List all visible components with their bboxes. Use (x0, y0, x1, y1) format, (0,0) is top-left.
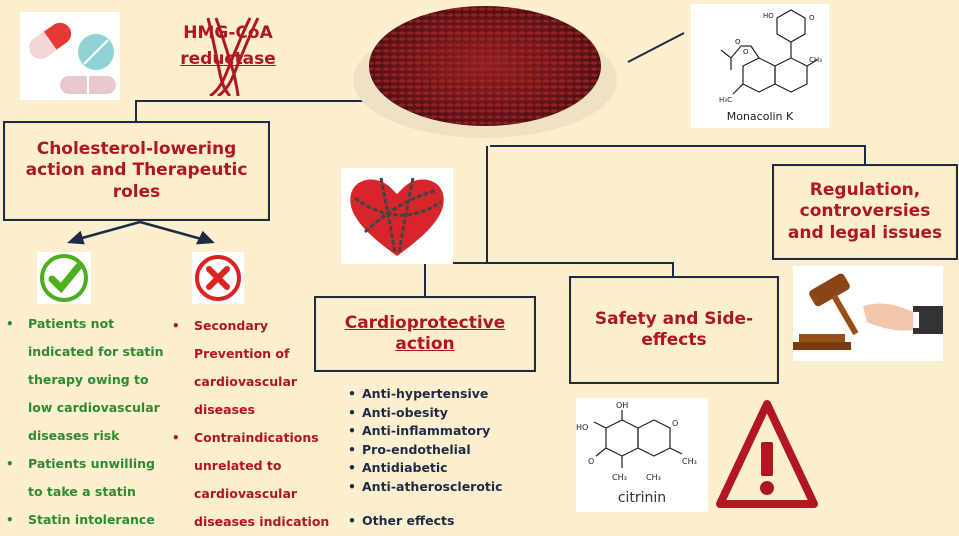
svg-text:O: O (588, 457, 594, 466)
monacolin-molecule-icon: HO O O O H₃C CH₃ (719, 9, 822, 104)
svg-text:CH₃: CH₃ (809, 56, 822, 64)
cardio-effect-item: Pro-endothelial (346, 441, 526, 460)
cardioprotective-box: Cardioprotective action (314, 296, 536, 372)
gavel-icon (793, 273, 943, 350)
cardio-effect-item: Anti-atherosclerotic (346, 478, 526, 497)
warning-icon (716, 400, 818, 508)
check-icon (40, 254, 88, 302)
cholesterol-lowering-box: Cholesterol-lowering action and Therapeu… (3, 121, 270, 221)
svg-text:CH₃: CH₃ (682, 457, 697, 466)
connector-right (490, 145, 866, 164)
cholesterol-title-line3: roles (112, 181, 161, 202)
hmg-label-line2: reductase (180, 49, 276, 69)
cardio-title-line2: action (395, 334, 455, 354)
gavel-image (793, 266, 943, 361)
svg-text:HO: HO (763, 12, 774, 20)
safety-title-line1: Safety and Side- (594, 308, 754, 329)
arrow-left (74, 220, 141, 242)
connector-left (135, 100, 392, 122)
safety-title-line2: effects (641, 330, 707, 350)
citrinin-molecule-icon: OH HO O O CH₃ CH₃ CH₃ (576, 401, 697, 482)
x-image (192, 252, 244, 304)
monacolin-label: Monacolin K (726, 110, 794, 123)
regulation-title-line1: Regulation, (809, 180, 921, 201)
citrinin-label: citrinin (617, 490, 667, 506)
chained-heart-image (341, 168, 453, 264)
cholesterol-title-line1: Cholesterol-lowering (36, 139, 237, 160)
indicated-item: •Patients unwilling (6, 456, 155, 471)
svg-text:OH: OH (616, 401, 628, 410)
other-effects-item: Other effects (346, 512, 526, 531)
cardio-effects-list: Anti-hypertensive Anti-obesity Anti-infl… (346, 385, 526, 531)
svg-text:O: O (743, 48, 749, 56)
monacolin-structure: HO O O O H₃C CH₃ Monacolin K (691, 4, 829, 128)
cardio-effect-item: Anti-hypertensive (346, 385, 526, 404)
rice-bowl-icon (353, 6, 617, 138)
cross-icon (206, 17, 260, 96)
connector-monacolin (627, 32, 685, 63)
safety-box: Safety and Side- effects (569, 276, 779, 384)
cardio-title-line1: Cardioprotective (344, 312, 506, 333)
svg-text:O: O (672, 419, 678, 428)
citrinin-structure: OH HO O O CH₃ CH₃ CH₃ citrinin (576, 398, 708, 512)
pills-image (20, 12, 120, 100)
regulation-title-line3: and legal issues (787, 222, 943, 243)
indicated-item: •Statin intolerance (6, 512, 155, 527)
x-circle-icon (195, 255, 241, 301)
red-yeast-rice-bowl (350, 0, 620, 140)
svg-text:H₃C: H₃C (719, 96, 732, 104)
check-image (37, 252, 91, 304)
not-indicated-list: •Secondary Prevention of cardiovascular … (172, 312, 342, 536)
not-indicated-item: •Contraindications (172, 430, 319, 445)
regulation-box: Regulation, controversies and legal issu… (772, 164, 958, 260)
arrow-right (139, 220, 206, 242)
indicated-list: •Patients not indicated for statin thera… (6, 310, 186, 534)
chained-heart-icon (350, 177, 444, 256)
svg-text:CH₃: CH₃ (646, 473, 661, 482)
cardio-effect-item: Anti-inflammatory (346, 422, 526, 441)
svg-text:O: O (809, 14, 815, 22)
hmg-coa-reductase: HMG-CoA reductase (172, 14, 282, 96)
hmg-label-line1: HMG-CoA (183, 23, 273, 43)
cardio-effect-item: Anti-obesity (346, 404, 526, 423)
cholesterol-title-line2: action and Therapeutic (25, 160, 248, 181)
cardio-effect-item: Antidiabetic (346, 459, 526, 478)
warning-image (716, 398, 818, 510)
connector-branch (424, 262, 674, 296)
indicated-item: •Patients not (6, 316, 115, 331)
svg-text:O: O (735, 38, 741, 46)
svg-text:HO: HO (576, 423, 588, 432)
regulation-title-line2: controversies (799, 201, 931, 222)
pills-icon (29, 22, 116, 94)
svg-text:CH₃: CH₃ (612, 473, 627, 482)
not-indicated-item: •Secondary (172, 318, 269, 333)
